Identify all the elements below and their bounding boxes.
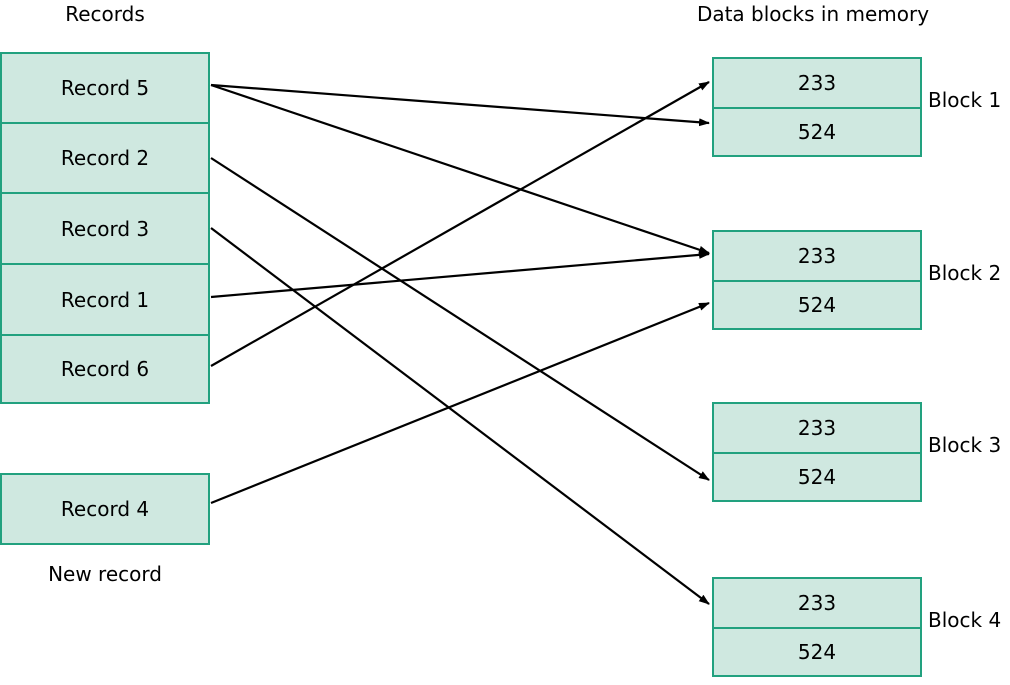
block-2-slot-1: 524 [712, 280, 922, 330]
block-slot-value: 233 [797, 416, 837, 440]
block-slot-value: 524 [797, 293, 837, 317]
block-3-slot-1: 524 [712, 452, 922, 502]
record-row-label: Record 1 [60, 287, 150, 312]
arrow-record4-to-block2-bottom [210, 301, 710, 505]
record-row-3: Record 1 [0, 263, 210, 334]
record-row-label: Record 2 [60, 146, 150, 170]
block-3-label: Block 3 [928, 433, 1002, 457]
record-row-2: Record 3 [0, 192, 210, 263]
block-slot-value: 524 [797, 465, 837, 489]
arrow-record3-to-block4 [210, 227, 710, 605]
block-slot-value: 524 [797, 120, 837, 144]
record-row-4: Record 6 [0, 334, 210, 404]
new-record-box-label: Record 4 [60, 497, 150, 521]
record-row-label: Record 3 [60, 216, 150, 241]
block-4-slot-1: 524 [712, 627, 922, 677]
record-row-label: Record 5 [60, 76, 150, 100]
record-row-1: Record 2 [0, 122, 210, 192]
block-slot-value: 233 [797, 71, 837, 95]
arrow-record5-to-block1-bottom [210, 83, 710, 127]
arrow-record5-to-block2 [210, 83, 710, 255]
records-header: Records [65, 2, 145, 26]
record-row-label: Record 6 [60, 357, 150, 381]
block-slot-value: 233 [797, 244, 837, 268]
block-4-slot-0: 233 [712, 577, 922, 627]
arrow-record6-to-block1-top [210, 81, 710, 367]
block-4-label: Block 4 [928, 608, 1002, 632]
arrow-record1-to-block2 [210, 250, 710, 299]
new-record-caption: New record [48, 562, 162, 586]
block-2-label: Block 2 [928, 261, 1002, 285]
record-row-0: Record 5 [0, 52, 210, 122]
block-1-label: Block 1 [928, 88, 1002, 112]
block-3-slot-0: 233 [712, 402, 922, 452]
block-1-slot-1: 524 [712, 107, 922, 157]
new-record-box: Record 4 [0, 473, 210, 545]
block-1-slot-0: 233 [712, 57, 922, 107]
block-slot-value: 233 [797, 591, 837, 615]
data-blocks-header: Data blocks in memory [696, 2, 930, 26]
block-slot-value: 524 [797, 640, 837, 664]
arrow-record2-to-block3 [210, 157, 710, 481]
block-2-slot-0: 233 [712, 230, 922, 280]
